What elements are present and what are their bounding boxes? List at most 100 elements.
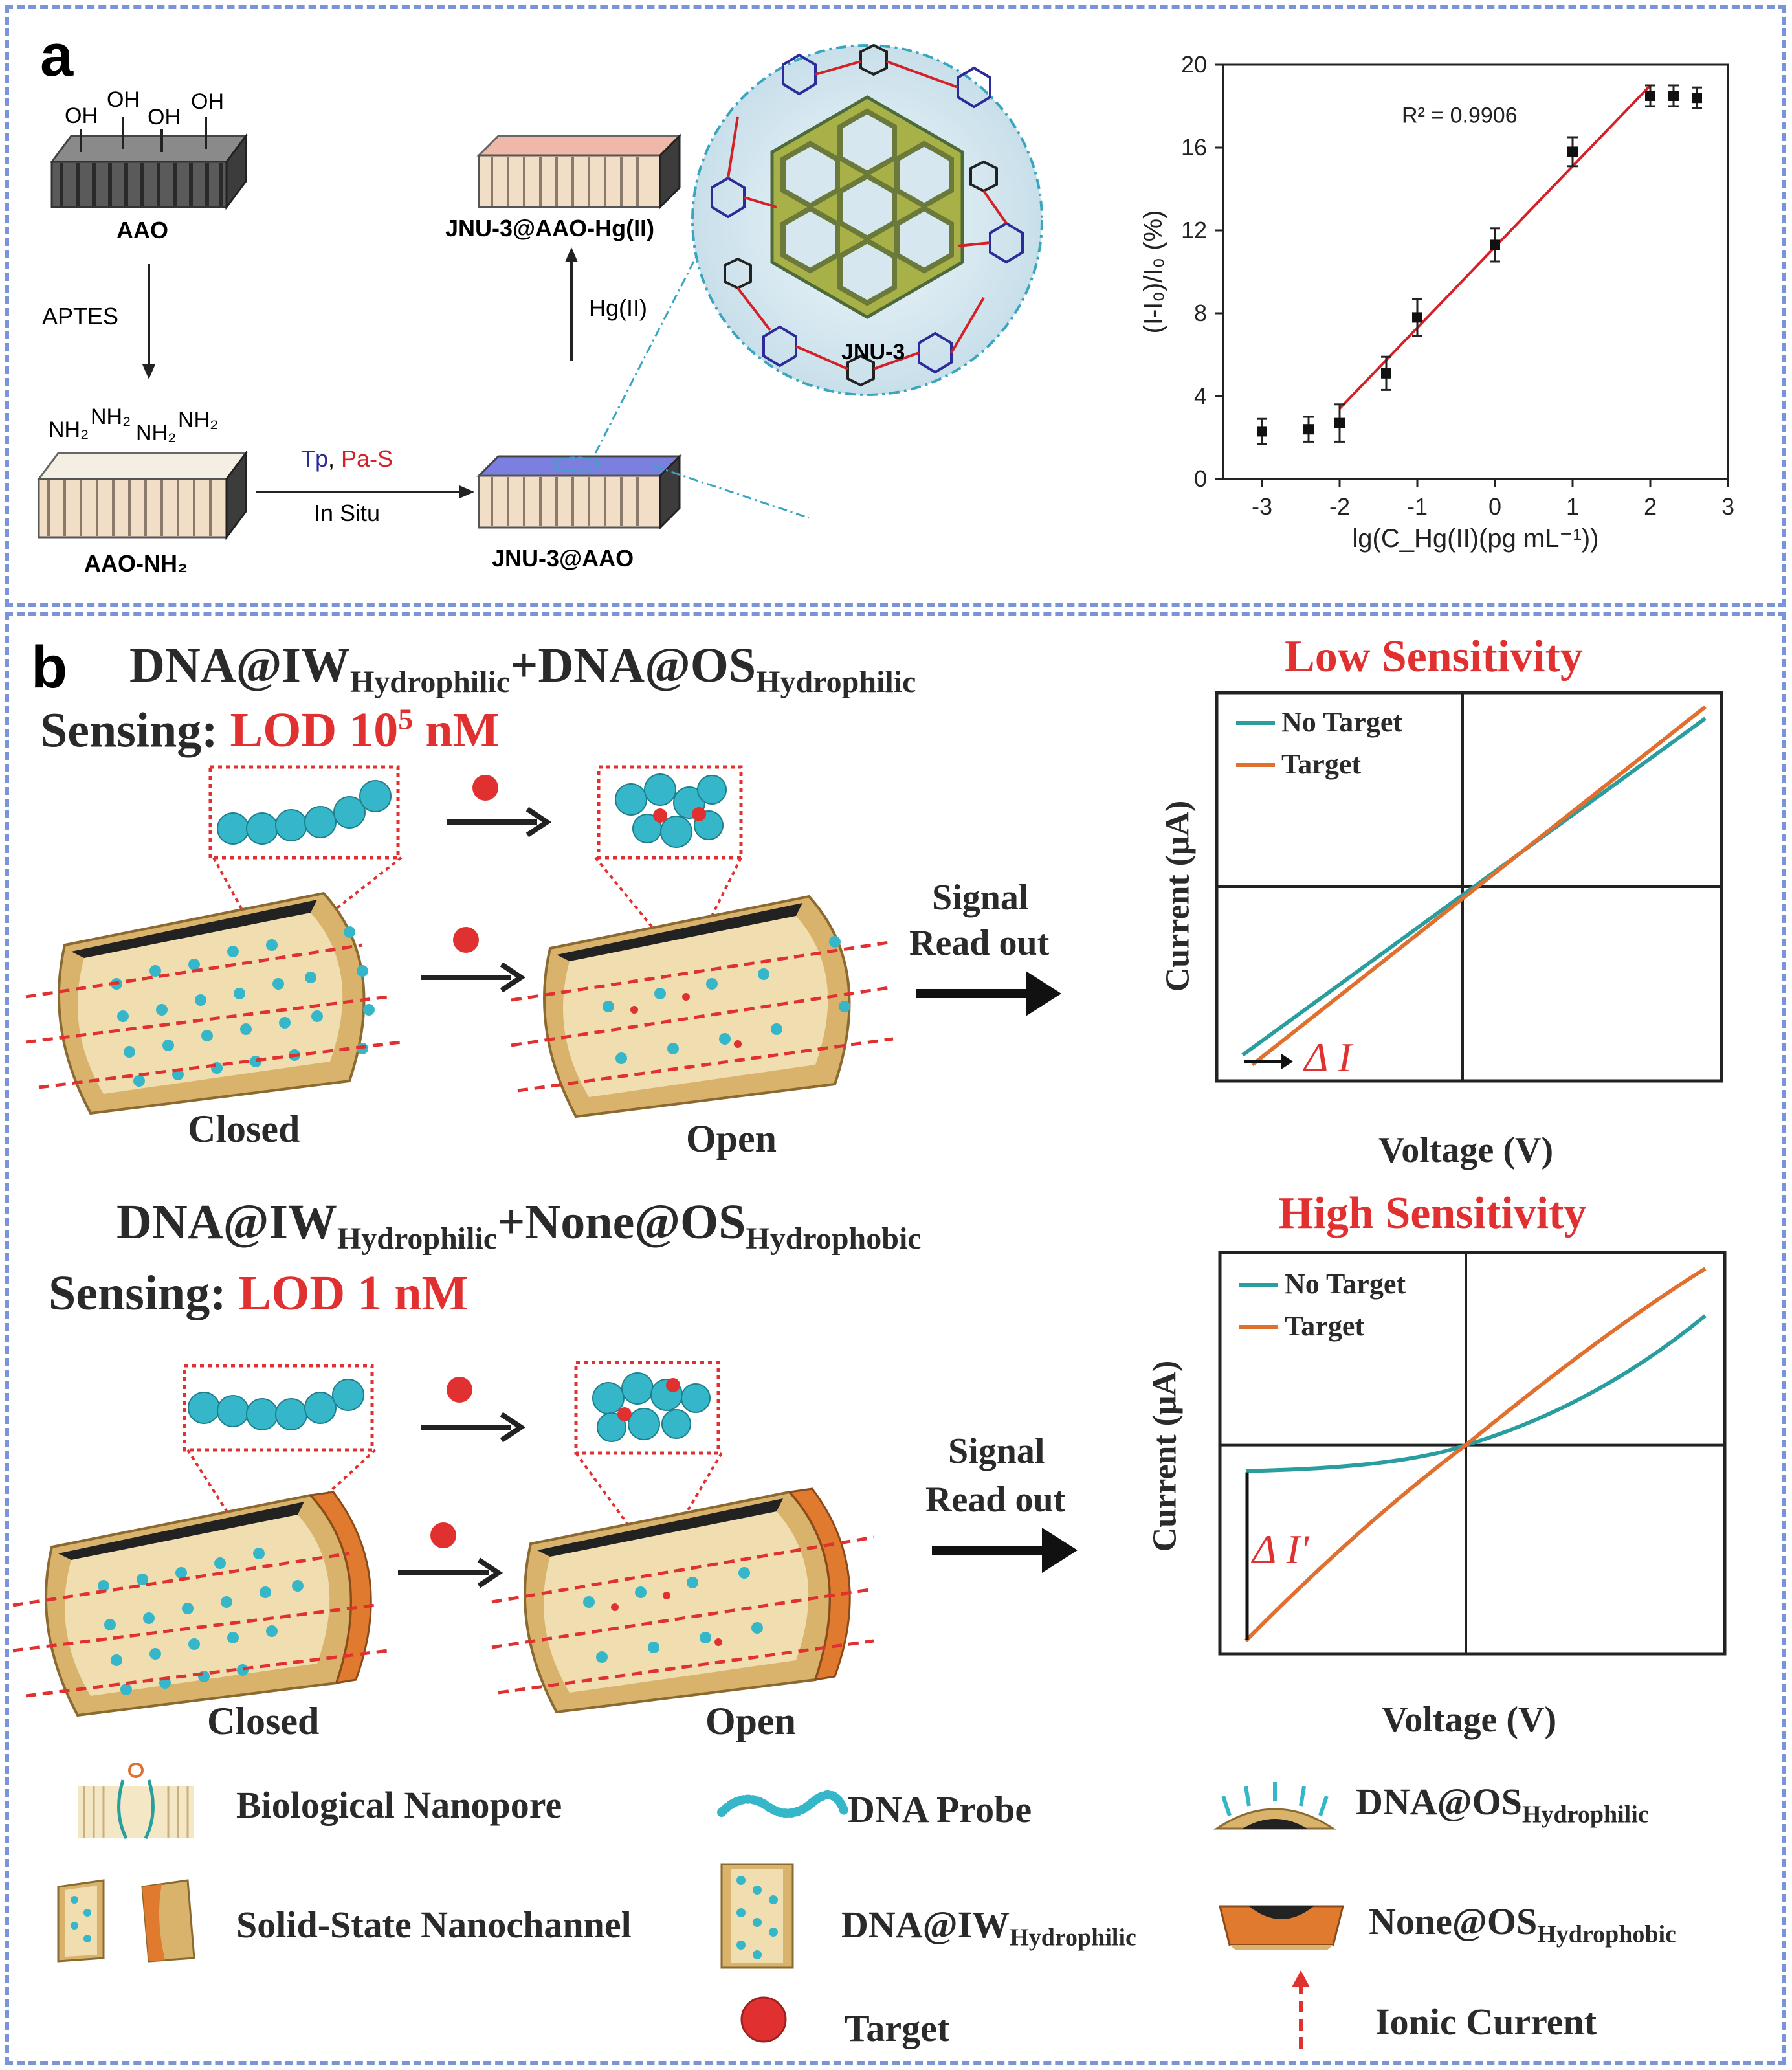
y-axis-label: (I-I₀)/I₀ (%) <box>1139 210 1167 334</box>
legend-target-label: Target <box>1285 1310 1364 1342</box>
row1-xlabel: Voltage (V) <box>1378 1130 1554 1170</box>
row2-sensing-label: Sensing: <box>49 1266 239 1320</box>
panel-b <box>5 612 1786 2065</box>
y-tick-label: 16 <box>1181 134 1207 161</box>
aao-label: AAO <box>116 217 168 243</box>
data-point <box>1381 368 1391 379</box>
legend-target-label: Target <box>1281 748 1361 780</box>
delta-label: Δ I′ <box>1250 1526 1310 1572</box>
row1-mid-arrow <box>421 927 526 993</box>
row2-lod: LOD 1 nM <box>238 1266 469 1320</box>
row2-signal-label: Signal <box>948 1431 1045 1471</box>
legend-no-target-label: No Target <box>1285 1268 1406 1300</box>
legend-dna-probe-label: DNA Probe <box>848 1788 1032 1831</box>
oh-label-4: OH <box>191 89 224 114</box>
os-hydrophobic-icon <box>1219 1905 1344 1950</box>
row2-signal-arrow <box>932 1528 1078 1573</box>
row2-readout-label: Read out <box>925 1480 1066 1520</box>
row2-top-arrow <box>421 1377 526 1443</box>
aptes-label: APTES <box>42 303 119 329</box>
jnu3-zoom-circle <box>691 43 1043 396</box>
row1-open-inset-lines <box>594 856 742 930</box>
row1-open-inset <box>597 765 743 860</box>
row2-title-sub2: Hydrophobic <box>746 1221 922 1256</box>
data-point <box>1490 239 1500 250</box>
graph-frame <box>1218 1251 1727 1656</box>
legend-target-label: Target <box>845 2007 950 2049</box>
row1-lod-unit: nM <box>413 703 500 758</box>
row1-top-arrow <box>447 775 552 838</box>
jnu3-aao-block <box>476 454 682 530</box>
x-tick-label: 2 <box>1644 493 1657 520</box>
row2-xlabel: Voltage (V) <box>1382 1700 1557 1740</box>
row2-ylabel: Current (μA) <box>1146 1360 1184 1552</box>
row2-open-label: Open <box>705 1700 797 1742</box>
nh2-label-1: NH₂ <box>49 417 89 442</box>
in-situ-label: In Situ <box>314 500 381 526</box>
ionic-current-icon <box>1292 1970 1310 2049</box>
jnu3-aao-hg-label: JNU-3@AAO-Hg(II) <box>445 215 655 241</box>
aao-nh2-label: AAO-NH₂ <box>84 550 188 577</box>
data-point <box>1412 312 1422 323</box>
row2-mid-arrow <box>398 1522 503 1588</box>
oh-label-2: OH <box>107 87 140 112</box>
jnu3-aao-label: JNU-3@AAO <box>492 545 634 572</box>
row1-signal-arrow <box>916 971 1061 1016</box>
tp-label: Tp <box>301 445 329 472</box>
x-tick-label: -2 <box>1329 493 1350 520</box>
row1-title-sub1: Hydrophilic <box>349 665 511 700</box>
row2-graph-title: High Sensitivity <box>1278 1188 1587 1238</box>
legend-solid-label: Solid-State Nanochannel <box>236 1904 632 1946</box>
in-situ-arrow <box>256 485 474 498</box>
panel-a-label: a <box>40 23 74 89</box>
target-curve <box>1251 705 1707 1067</box>
plot-frame <box>1222 63 1729 480</box>
hg-arrow <box>565 247 578 361</box>
data-point <box>1692 93 1702 104</box>
legend-os-hydrophilic-sub: Hydrophilic <box>1521 1801 1649 1829</box>
data-point <box>1645 91 1655 101</box>
nh2-label-4: NH₂ <box>178 408 219 432</box>
row1-lod-exp: 5 <box>398 703 414 736</box>
row1-signal-label: Signal <box>932 878 1029 918</box>
oh-label-3: OH <box>148 105 181 129</box>
x-tick-label: 1 <box>1566 493 1579 520</box>
no-target-curve <box>1241 717 1707 1057</box>
legend-iw-hydrophilic-main: DNA@IW <box>841 1904 1010 1946</box>
nh2-label-3: NH₂ <box>136 421 177 445</box>
x-tick-label: 3 <box>1721 493 1734 520</box>
row2-title-sub1: Hydrophilic <box>337 1221 498 1256</box>
row1-title-part1: DNA@IW <box>129 638 350 693</box>
data-point <box>1334 417 1345 428</box>
legend-iw-hydrophilic-label: DNA@IWHydrophilic <box>841 1903 1136 1952</box>
zoom-connector <box>594 213 810 519</box>
iw-hydrophilic-icon <box>720 1863 794 1969</box>
row1-sensing-label: Sensing: <box>40 703 230 758</box>
row1-title-part2: +DNA@OS <box>510 638 757 693</box>
jnu3-label: JNU-3 <box>841 340 905 364</box>
reagents-label: Tp, Pa-S <box>301 445 393 473</box>
legend-ionic-label: Ionic Current <box>1375 2001 1597 2043</box>
comma-label: , <box>328 445 335 472</box>
row2-sensing: Sensing: LOD 1 nM <box>49 1265 468 1322</box>
row2-open-inset <box>574 1361 720 1455</box>
y-tick-label: 0 <box>1194 465 1207 492</box>
target-curve <box>1244 1267 1707 1643</box>
os-hydrophilic-icon <box>1213 1782 1336 1830</box>
y-tick-label: 8 <box>1194 300 1207 326</box>
row1-open-channel <box>511 895 894 1118</box>
oh-label-1: OH <box>65 104 98 128</box>
row2-title-part2: +None@OS <box>497 1195 746 1249</box>
r-squared-annotation: R² = 0.9906 <box>1402 104 1518 128</box>
legend-os-hydrophilic-label: DNA@OSHydrophilic <box>1356 1780 1649 1829</box>
row1-closed-channel <box>25 891 402 1115</box>
row1-open-label: Open <box>686 1117 777 1160</box>
x-tick-label: -3 <box>1252 493 1272 520</box>
jnu3-aao-hg-block <box>476 133 682 210</box>
legend-os-hydrophobic-main: None@OS <box>1369 1900 1538 1942</box>
row2-closed-inset <box>183 1364 374 1452</box>
data-point <box>1567 146 1578 157</box>
row2-title-part1: DNA@IW <box>116 1195 337 1249</box>
